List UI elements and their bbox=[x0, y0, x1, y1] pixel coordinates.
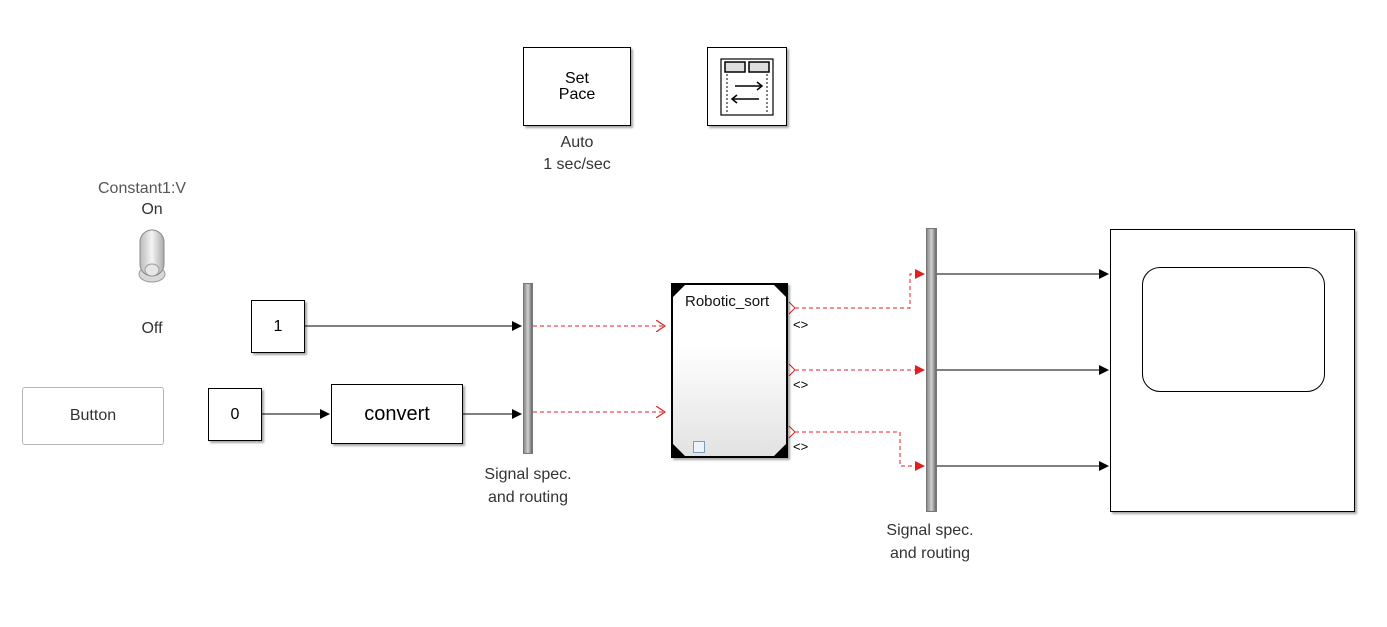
bus1-caption-line2: and routing bbox=[487, 489, 569, 506]
push-button[interactable]: Button bbox=[22, 387, 164, 445]
convert-label: convert bbox=[364, 402, 430, 425]
pacer-mode-label: Auto bbox=[560, 134, 594, 151]
scope-screen bbox=[1142, 267, 1325, 392]
constant-block-1[interactable]: 1 bbox=[251, 300, 305, 353]
toggle-param-label: Constant1:V bbox=[98, 180, 187, 197]
scope-block[interactable] bbox=[1110, 229, 1355, 512]
robotic-port-label-1: <> bbox=[793, 317, 809, 332]
subsystem-corner-marks bbox=[673, 285, 786, 456]
subsystem-reference-icon bbox=[693, 441, 705, 453]
rate-transition-icon bbox=[720, 57, 774, 116]
push-button-label: Button bbox=[69, 407, 117, 424]
bus-creator-2[interactable] bbox=[926, 228, 937, 512]
bus1-caption-line1: Signal spec. bbox=[484, 466, 572, 483]
convert-block[interactable]: convert bbox=[331, 384, 463, 444]
bus-signal-3 bbox=[795, 269, 925, 309]
robotic-port-label-3: <> bbox=[793, 439, 809, 454]
pacer-title-line2: Pace bbox=[558, 85, 596, 103]
bus-creator-1[interactable] bbox=[523, 283, 533, 454]
toggle-switch[interactable] bbox=[136, 226, 168, 284]
bus2-caption-line1: Signal spec. bbox=[886, 522, 974, 539]
robotic-port-label-2: <> bbox=[793, 377, 809, 392]
bus2-caption-line2: and routing bbox=[889, 545, 971, 562]
constant-0-value: 0 bbox=[230, 405, 240, 423]
pacer-title-line1: Set bbox=[564, 69, 589, 87]
toggle-off-label: Off bbox=[141, 320, 163, 337]
rate-transition-block[interactable] bbox=[707, 47, 787, 126]
constant-block-0[interactable]: 0 bbox=[208, 388, 262, 441]
constant-1-value: 1 bbox=[273, 317, 283, 335]
robotic-sort-subsystem[interactable]: Robotic_sort bbox=[671, 283, 788, 458]
toggle-on-label: On bbox=[141, 201, 163, 218]
pacer-rate-label: 1 sec/sec bbox=[543, 156, 611, 173]
robotic-sort-title: Robotic_sort bbox=[685, 293, 770, 310]
simulation-pacer-block[interactable]: Set Pace bbox=[523, 47, 631, 126]
bus-signal-5 bbox=[795, 431, 925, 471]
